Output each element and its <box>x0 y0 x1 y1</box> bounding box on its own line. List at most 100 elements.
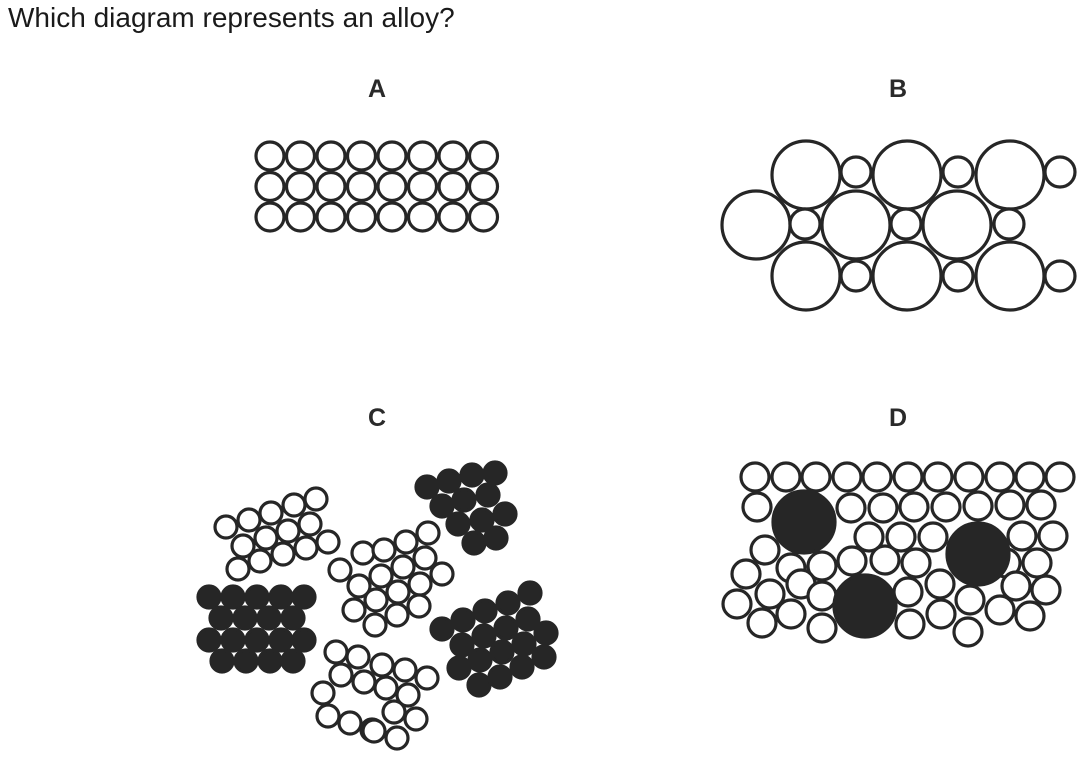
diagram-a-pure-metal[interactable] <box>254 140 500 233</box>
atom-light <box>384 602 410 628</box>
atom-dark <box>492 501 518 527</box>
atom-light <box>437 140 469 172</box>
atom-light <box>437 201 469 233</box>
atom-dark-large <box>945 521 1011 587</box>
atom-light <box>721 588 753 620</box>
diagram-c-separate-clusters[interactable] <box>196 460 559 751</box>
atom-dark <box>461 530 487 556</box>
atom-dark <box>483 525 509 551</box>
atom-dark <box>196 584 222 610</box>
atom-light <box>437 170 469 203</box>
atom-light <box>345 644 371 670</box>
atom-light <box>254 140 286 172</box>
atom-dark <box>459 462 485 488</box>
atom-light <box>395 682 421 708</box>
option-c-label: C <box>367 404 387 432</box>
atom-light <box>406 201 439 233</box>
atom-light <box>1014 600 1046 632</box>
atom-light <box>337 710 363 736</box>
atom-light <box>853 521 885 553</box>
atom-light <box>770 461 802 493</box>
atom-dark <box>429 616 455 642</box>
atom-dark <box>208 605 234 631</box>
atom-small <box>941 155 975 189</box>
atom-light <box>917 521 949 553</box>
atom-light <box>952 616 984 648</box>
atom-light <box>345 201 378 233</box>
atom-dark <box>446 655 472 681</box>
atom-light <box>323 639 349 665</box>
atom-dark <box>268 584 294 610</box>
atom-light <box>376 140 408 172</box>
atom-dark <box>232 605 258 631</box>
atom-dark <box>244 584 270 610</box>
atom-dark <box>436 468 462 494</box>
atom-light <box>281 492 307 518</box>
atom-light <box>894 608 926 640</box>
atom-dark <box>511 631 537 657</box>
atom-light <box>297 511 323 537</box>
atom-light <box>867 492 899 524</box>
option-a-label: A <box>367 75 387 103</box>
atom-light <box>275 518 301 544</box>
atom-light <box>327 557 353 583</box>
atom-dark <box>487 664 513 690</box>
atom-dark <box>509 654 535 680</box>
atom-light <box>800 461 832 493</box>
atom-light <box>258 500 284 526</box>
atom-light <box>254 170 286 203</box>
atom-light <box>806 550 838 582</box>
atom-light <box>922 461 954 493</box>
atom-light <box>315 170 347 203</box>
atom-light <box>315 201 347 233</box>
atom-dark <box>196 627 222 653</box>
atom-dark <box>429 493 455 519</box>
atom-light <box>392 657 418 683</box>
atom-dark <box>451 487 477 513</box>
atom-light <box>429 561 455 587</box>
atom-large <box>820 189 892 261</box>
atom-light <box>393 529 419 555</box>
atom-light <box>315 140 347 172</box>
diagram-b-mixed-sizes[interactable] <box>720 139 1077 312</box>
atom-light <box>885 521 917 553</box>
atom-light <box>1037 520 1069 552</box>
atom-light <box>310 680 336 706</box>
atom-dark <box>449 632 475 658</box>
atom-dark <box>482 460 508 486</box>
atom-dark <box>291 584 317 610</box>
atom-light <box>1014 461 1046 493</box>
atom-light <box>270 541 296 567</box>
atom-light <box>368 563 394 589</box>
atom-dark-large <box>771 489 837 555</box>
atom-dark <box>493 615 519 641</box>
option-d-label: D <box>888 404 908 432</box>
atom-light <box>381 699 407 725</box>
atom-light <box>254 201 286 233</box>
atom-light <box>373 675 399 701</box>
diagram-d-alloy-lattice[interactable] <box>721 461 1076 648</box>
atom-dark <box>466 672 492 698</box>
atom-light <box>984 594 1016 626</box>
atom-light <box>467 140 500 172</box>
atom-light <box>406 170 439 203</box>
atom-light <box>406 140 439 172</box>
atom-light <box>1000 570 1032 602</box>
atom-light <box>775 598 807 630</box>
atom-light <box>806 580 838 612</box>
atom-light <box>954 584 986 616</box>
atom-light <box>407 571 433 597</box>
atom-light <box>869 544 901 576</box>
atom-large <box>871 240 943 312</box>
atom-light <box>925 598 957 630</box>
atom-small <box>941 259 975 293</box>
atom-light <box>406 593 432 619</box>
atom-light <box>746 607 778 639</box>
atom-dark <box>531 644 557 670</box>
atom-light <box>385 579 411 605</box>
atom-light <box>730 558 762 590</box>
atom-light <box>284 140 317 172</box>
atom-dark <box>517 580 543 606</box>
atom-large <box>720 189 792 261</box>
atom-dark <box>515 606 541 632</box>
